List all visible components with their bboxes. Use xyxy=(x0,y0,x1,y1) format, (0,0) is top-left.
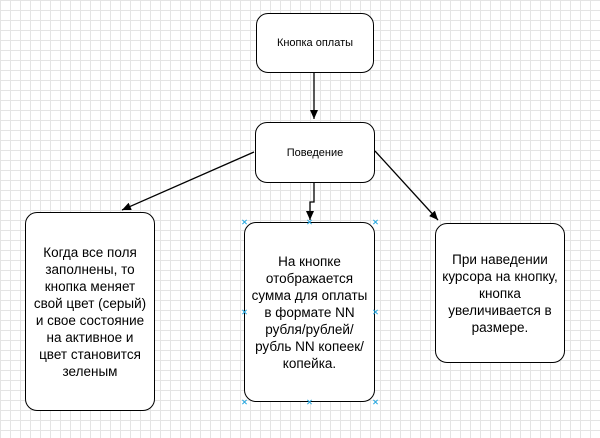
arrow-behavior-to-hover[interactable] xyxy=(374,150,439,221)
node-hover[interactable]: При наведении курсора на кнопку, кнопка … xyxy=(435,223,565,363)
selection-handle-nw[interactable] xyxy=(241,219,247,225)
selection-handle-ne[interactable] xyxy=(372,219,378,225)
selection-handle-sw[interactable] xyxy=(241,399,247,405)
selection-handle-n[interactable] xyxy=(306,219,312,225)
arrow-behavior-to-amount-display[interactable] xyxy=(306,183,315,220)
selection-handle-e[interactable] xyxy=(372,309,378,315)
node-fields-filled[interactable]: Когда все поля заполнены, то кнопка меня… xyxy=(25,212,155,411)
node-amount-display[interactable]: На кнопке отображается сумма для оплаты … xyxy=(244,222,375,402)
node-payment-button[interactable]: Кнопка оплаты xyxy=(256,13,374,73)
node-behavior[interactable]: Поведение xyxy=(255,122,375,183)
selection-handle-se[interactable] xyxy=(372,399,378,405)
arrow-behavior-to-fields-filled[interactable] xyxy=(121,151,255,211)
selection-handle-w[interactable] xyxy=(241,309,247,315)
selection-handle-s[interactable] xyxy=(306,399,312,405)
